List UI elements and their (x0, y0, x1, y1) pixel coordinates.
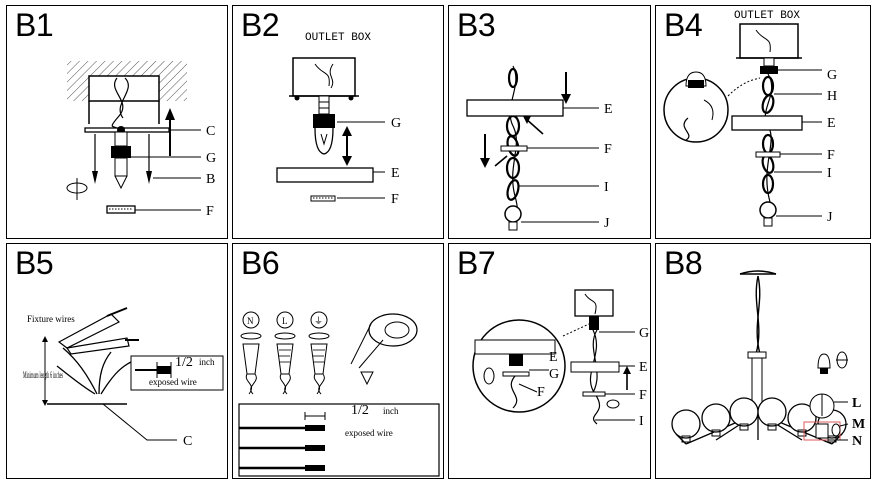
label-f: F (391, 192, 399, 207)
min-length-label: Minimum length 6 inches (23, 370, 63, 380)
panel-title: B8 (664, 245, 703, 281)
label-g: G (206, 151, 216, 166)
label-i: I (604, 180, 609, 195)
zoom-label-e: E (549, 350, 558, 365)
panel-title: B6 (241, 245, 280, 281)
b2-diagram: OUTLET BOX (276, 32, 401, 207)
label-j: J (827, 210, 833, 225)
label-l: L (852, 396, 861, 411)
neutral-symbol: N (247, 316, 254, 326)
label-j: J (604, 216, 610, 231)
panel-b7: B7 E G F (448, 243, 651, 479)
socket-g (313, 114, 335, 128)
label-g: G (391, 116, 401, 131)
panel-b4: B4 OUTLET BOX (655, 5, 871, 239)
label-h: H (827, 89, 837, 104)
panel-title: B7 (457, 245, 496, 281)
zoom-label-f: F (537, 385, 545, 400)
exposed-wire-label: exposed wire (345, 428, 393, 438)
label-g: G (639, 326, 649, 341)
b8-diagram: L M N (671, 270, 865, 449)
loop-j (504, 205, 522, 223)
panel-title: B5 (15, 245, 54, 281)
inch-label: inch (383, 406, 399, 416)
b1-diagram: C G B F (66, 61, 216, 219)
label-e: E (604, 102, 613, 117)
label-i: I (639, 414, 644, 429)
label-e: E (827, 116, 836, 131)
exposed-wire-label: exposed wire (149, 377, 197, 387)
inch-label: inch (199, 357, 215, 367)
label-f: F (639, 388, 647, 403)
panel-b3: B3 (448, 5, 651, 239)
label-f: F (604, 142, 612, 157)
live-symbol: L (282, 316, 288, 326)
b4-diagram: OUTLET BOX (663, 10, 837, 227)
b6-diagram: N L ⏚ (238, 311, 440, 477)
panel-b8: B8 (655, 243, 871, 479)
canopy-e (276, 167, 374, 183)
fraction-label: 1/2 (175, 355, 193, 370)
chain-i (761, 75, 775, 195)
panel-b5: B5 Fixture wires Minimum length 6 inches (6, 243, 228, 479)
glass-shades (671, 397, 847, 439)
panel-title: B4 (664, 7, 703, 43)
fixture-wires-label: Fixture wires (27, 314, 75, 324)
outlet-box-caption: OUTLET BOX (305, 32, 371, 44)
canopy-e (466, 99, 564, 117)
label-f: F (206, 204, 214, 219)
label-g: G (827, 68, 837, 83)
panel-b1: B1 (6, 5, 228, 239)
label-c: C (183, 434, 192, 449)
wire-stripper-icon (57, 313, 121, 349)
b3-diagram: E F I J (466, 65, 613, 231)
panel-title: B3 (457, 7, 496, 43)
b5-diagram: Fixture wires Minimum length 6 inches 1/… (23, 307, 224, 449)
label-c: C (206, 124, 215, 139)
nut-g (111, 146, 131, 158)
label-m: M (852, 417, 865, 432)
canopy-e (570, 361, 620, 373)
label-e: E (391, 166, 400, 181)
outlet-box (292, 57, 356, 97)
panel-b2: B2 OUTLET BOX (232, 5, 444, 239)
wire-symbols: N L ⏚ (242, 311, 328, 329)
outlet-box-caption: OUTLET BOX (734, 10, 800, 22)
fraction-label: 1/2 (351, 403, 369, 418)
panel-b6: B6 N L ⏚ (232, 243, 444, 479)
b7-diagram: E G F G E F I (472, 289, 649, 429)
chain-i (505, 67, 521, 201)
loop-j (759, 201, 777, 219)
ground-symbol: ⏚ (314, 316, 323, 326)
canopy-e (731, 115, 803, 131)
label-n: N (852, 434, 862, 449)
crossbar (84, 127, 170, 133)
outlet-box (574, 289, 614, 317)
zoom-label-g: G (549, 367, 559, 382)
label-f: F (827, 148, 835, 163)
panel-title: B1 (15, 7, 54, 43)
label-i: I (827, 166, 832, 181)
panel-title: B2 (241, 7, 280, 43)
label-b: B (206, 172, 215, 187)
label-e: E (639, 360, 648, 375)
